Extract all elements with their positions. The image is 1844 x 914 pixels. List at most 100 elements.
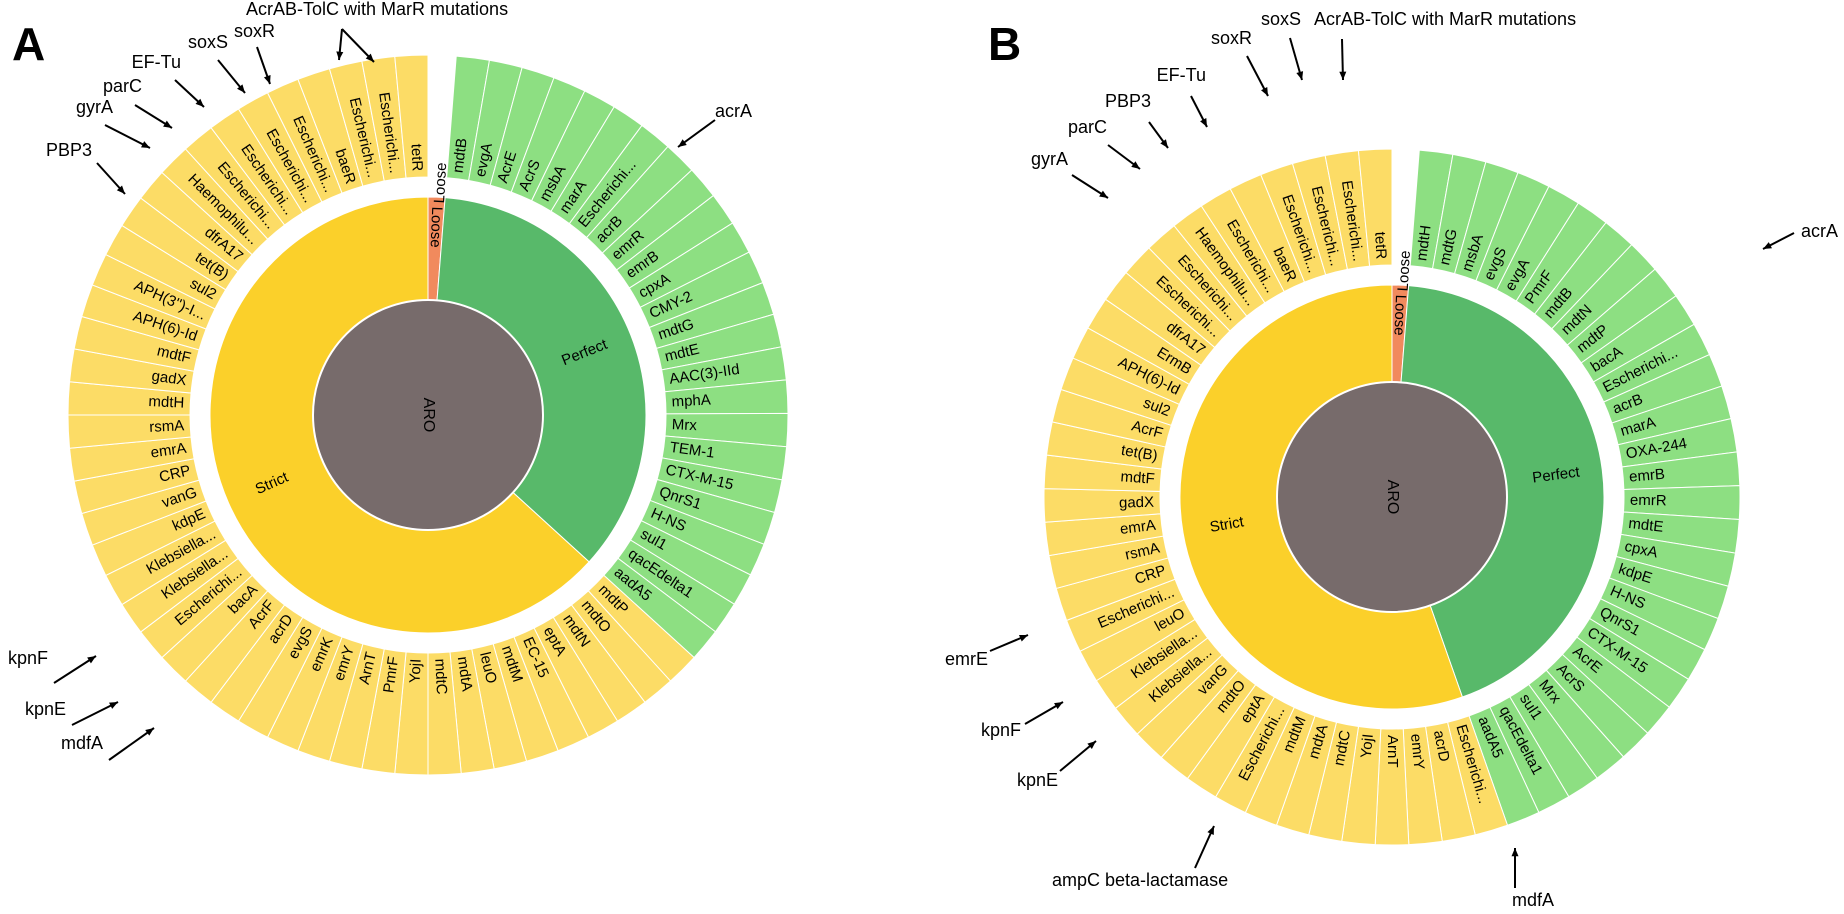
annotation-arrow — [71, 701, 119, 726]
annotation-label: soxS — [1261, 9, 1301, 29]
annotation-label: parC — [103, 76, 142, 96]
arrow-head — [263, 75, 271, 84]
annotation-label: kpnF — [8, 648, 48, 668]
center-label: ARO — [420, 398, 437, 433]
wedge-label: tetR — [408, 143, 426, 171]
center-circle — [312, 299, 544, 531]
wedge-label: leuO — [476, 650, 500, 685]
annotation-arrow — [53, 655, 97, 684]
wedge-strict — [394, 54, 429, 179]
arrow-head — [1019, 634, 1028, 642]
wedge-label: mdtC — [1331, 729, 1355, 768]
arrow-head — [87, 656, 96, 664]
annotation-label: PBP3 — [1105, 91, 1151, 111]
label-strict: Strict — [1209, 513, 1246, 536]
wedge-label: rsmA — [149, 417, 185, 436]
arrow-head — [1763, 242, 1772, 249]
wedge-label: mdtE — [1628, 515, 1665, 536]
annotation-label: soxR — [1211, 28, 1252, 48]
arrow-head — [1160, 139, 1168, 148]
wedge-label: tetR — [1371, 231, 1389, 259]
arrow-head — [1261, 87, 1268, 96]
arrow-head — [109, 702, 118, 709]
arrow-head — [365, 53, 374, 62]
arrow-head — [678, 139, 687, 147]
arrow-head — [195, 98, 204, 107]
wedge-label: tet(B) — [1120, 442, 1159, 465]
annotation-label: acrA — [1801, 221, 1838, 241]
arrow-head — [116, 185, 125, 194]
arrow-head — [1339, 71, 1347, 80]
wedge-label: mphA — [671, 392, 711, 411]
annotation-label: EF-Tu — [1157, 65, 1206, 85]
arrow-head — [1200, 118, 1207, 127]
annotation-label: soxR — [234, 21, 275, 41]
annotation-label: kpnE — [25, 699, 66, 719]
annotation-label: soxS — [188, 32, 228, 52]
arrow-head — [237, 84, 245, 93]
annotation-label: mdfA — [1512, 890, 1554, 910]
annotation-arrow — [104, 124, 151, 149]
wedge-label: Mrx — [671, 416, 697, 434]
label-loose-text: Loose — [1390, 294, 1409, 336]
wedge-label: mdtC — [431, 658, 450, 695]
arrow-head — [1296, 71, 1304, 80]
panel-letter: B — [988, 18, 1021, 70]
wedge-label: mdtH — [148, 393, 185, 412]
annotation-label: PBP3 — [46, 140, 92, 160]
wedge-label: ArnT — [1384, 735, 1401, 768]
annotation-label: kpnE — [1017, 770, 1058, 790]
wedge-label: mdtH — [1413, 224, 1434, 262]
annotation-label: EF-Tu — [132, 52, 181, 72]
wedge-label: emrA — [1119, 517, 1157, 538]
arrow-head — [1054, 702, 1063, 710]
annotation-label: gyrA — [76, 97, 113, 117]
label-loose-text: Loose — [427, 206, 446, 248]
arrow-head — [1131, 161, 1140, 169]
label-loose: Loose — [1395, 250, 1414, 292]
wedge-label: YojI — [407, 658, 425, 683]
label-loose: Loose — [431, 162, 450, 204]
annotation-label: mdfA — [61, 733, 103, 753]
wedge-label: PmrF — [380, 655, 402, 694]
annotation-label: AcrAB-TolC with MarR mutations — [1314, 9, 1576, 29]
annotation-label: AcrAB-TolC with MarR mutations — [246, 0, 508, 19]
wedge-label: evgA — [472, 141, 496, 178]
arrow-head — [336, 51, 344, 60]
wedge-label: YojI — [1358, 733, 1377, 759]
annotation-label: emrE — [945, 649, 988, 669]
arrow-head — [163, 120, 172, 128]
wedge-label: gadX — [1119, 494, 1154, 512]
wedge-strict — [1357, 148, 1393, 267]
annotation-label: gyrA — [1031, 149, 1068, 169]
annotation-arrow — [108, 727, 155, 761]
arrow-head — [145, 728, 154, 736]
center-label: ARO — [1384, 480, 1401, 515]
wedge-label: CRP — [158, 462, 193, 486]
wedge-label: mdtA — [454, 655, 476, 692]
wedge-label: emrA — [150, 440, 188, 462]
panel-letter: A — [12, 18, 45, 70]
label-perfect: Perfect — [1531, 463, 1581, 486]
arrow-head — [141, 141, 150, 148]
wedge-label: ArnT — [356, 650, 380, 686]
wedge-label: emrY — [1407, 733, 1427, 770]
annotation-label: acrA — [715, 101, 752, 121]
annotation-label: parC — [1068, 117, 1107, 137]
wedge-label: TEM-1 — [669, 439, 716, 462]
wedge-label: acrD — [1430, 729, 1453, 764]
arrow-head — [1207, 826, 1214, 835]
wedge-label: mdtF — [1120, 468, 1155, 487]
wedge-label: gadX — [151, 368, 188, 390]
wedge-label: cpxA — [1623, 538, 1659, 562]
arrow-head — [1511, 848, 1519, 857]
annotation-label: kpnF — [981, 720, 1021, 740]
wedge-label: emrB — [1628, 466, 1665, 486]
arrow-head — [1099, 190, 1108, 198]
wedge-label: mdtB — [449, 137, 470, 174]
annotation-label: ampC beta-lactamase — [1052, 870, 1228, 890]
center-circle — [1276, 381, 1508, 613]
